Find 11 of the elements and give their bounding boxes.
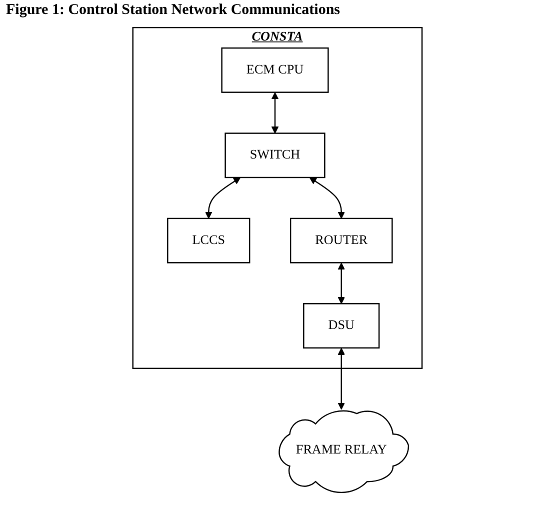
node-box: SWITCH bbox=[224, 132, 326, 178]
node-box: ROUTER bbox=[290, 218, 393, 264]
figure-title: Figure 1: Control Station Network Communications bbox=[6, 2, 342, 19]
node-box: LCCS bbox=[167, 218, 250, 264]
arrow bbox=[338, 348, 346, 410]
node-box: DSU bbox=[303, 303, 380, 349]
arrow bbox=[309, 177, 346, 219]
arrow bbox=[338, 262, 346, 304]
node-box: ECM CPU bbox=[221, 47, 329, 93]
arrow bbox=[205, 177, 241, 219]
arrow bbox=[271, 92, 279, 134]
